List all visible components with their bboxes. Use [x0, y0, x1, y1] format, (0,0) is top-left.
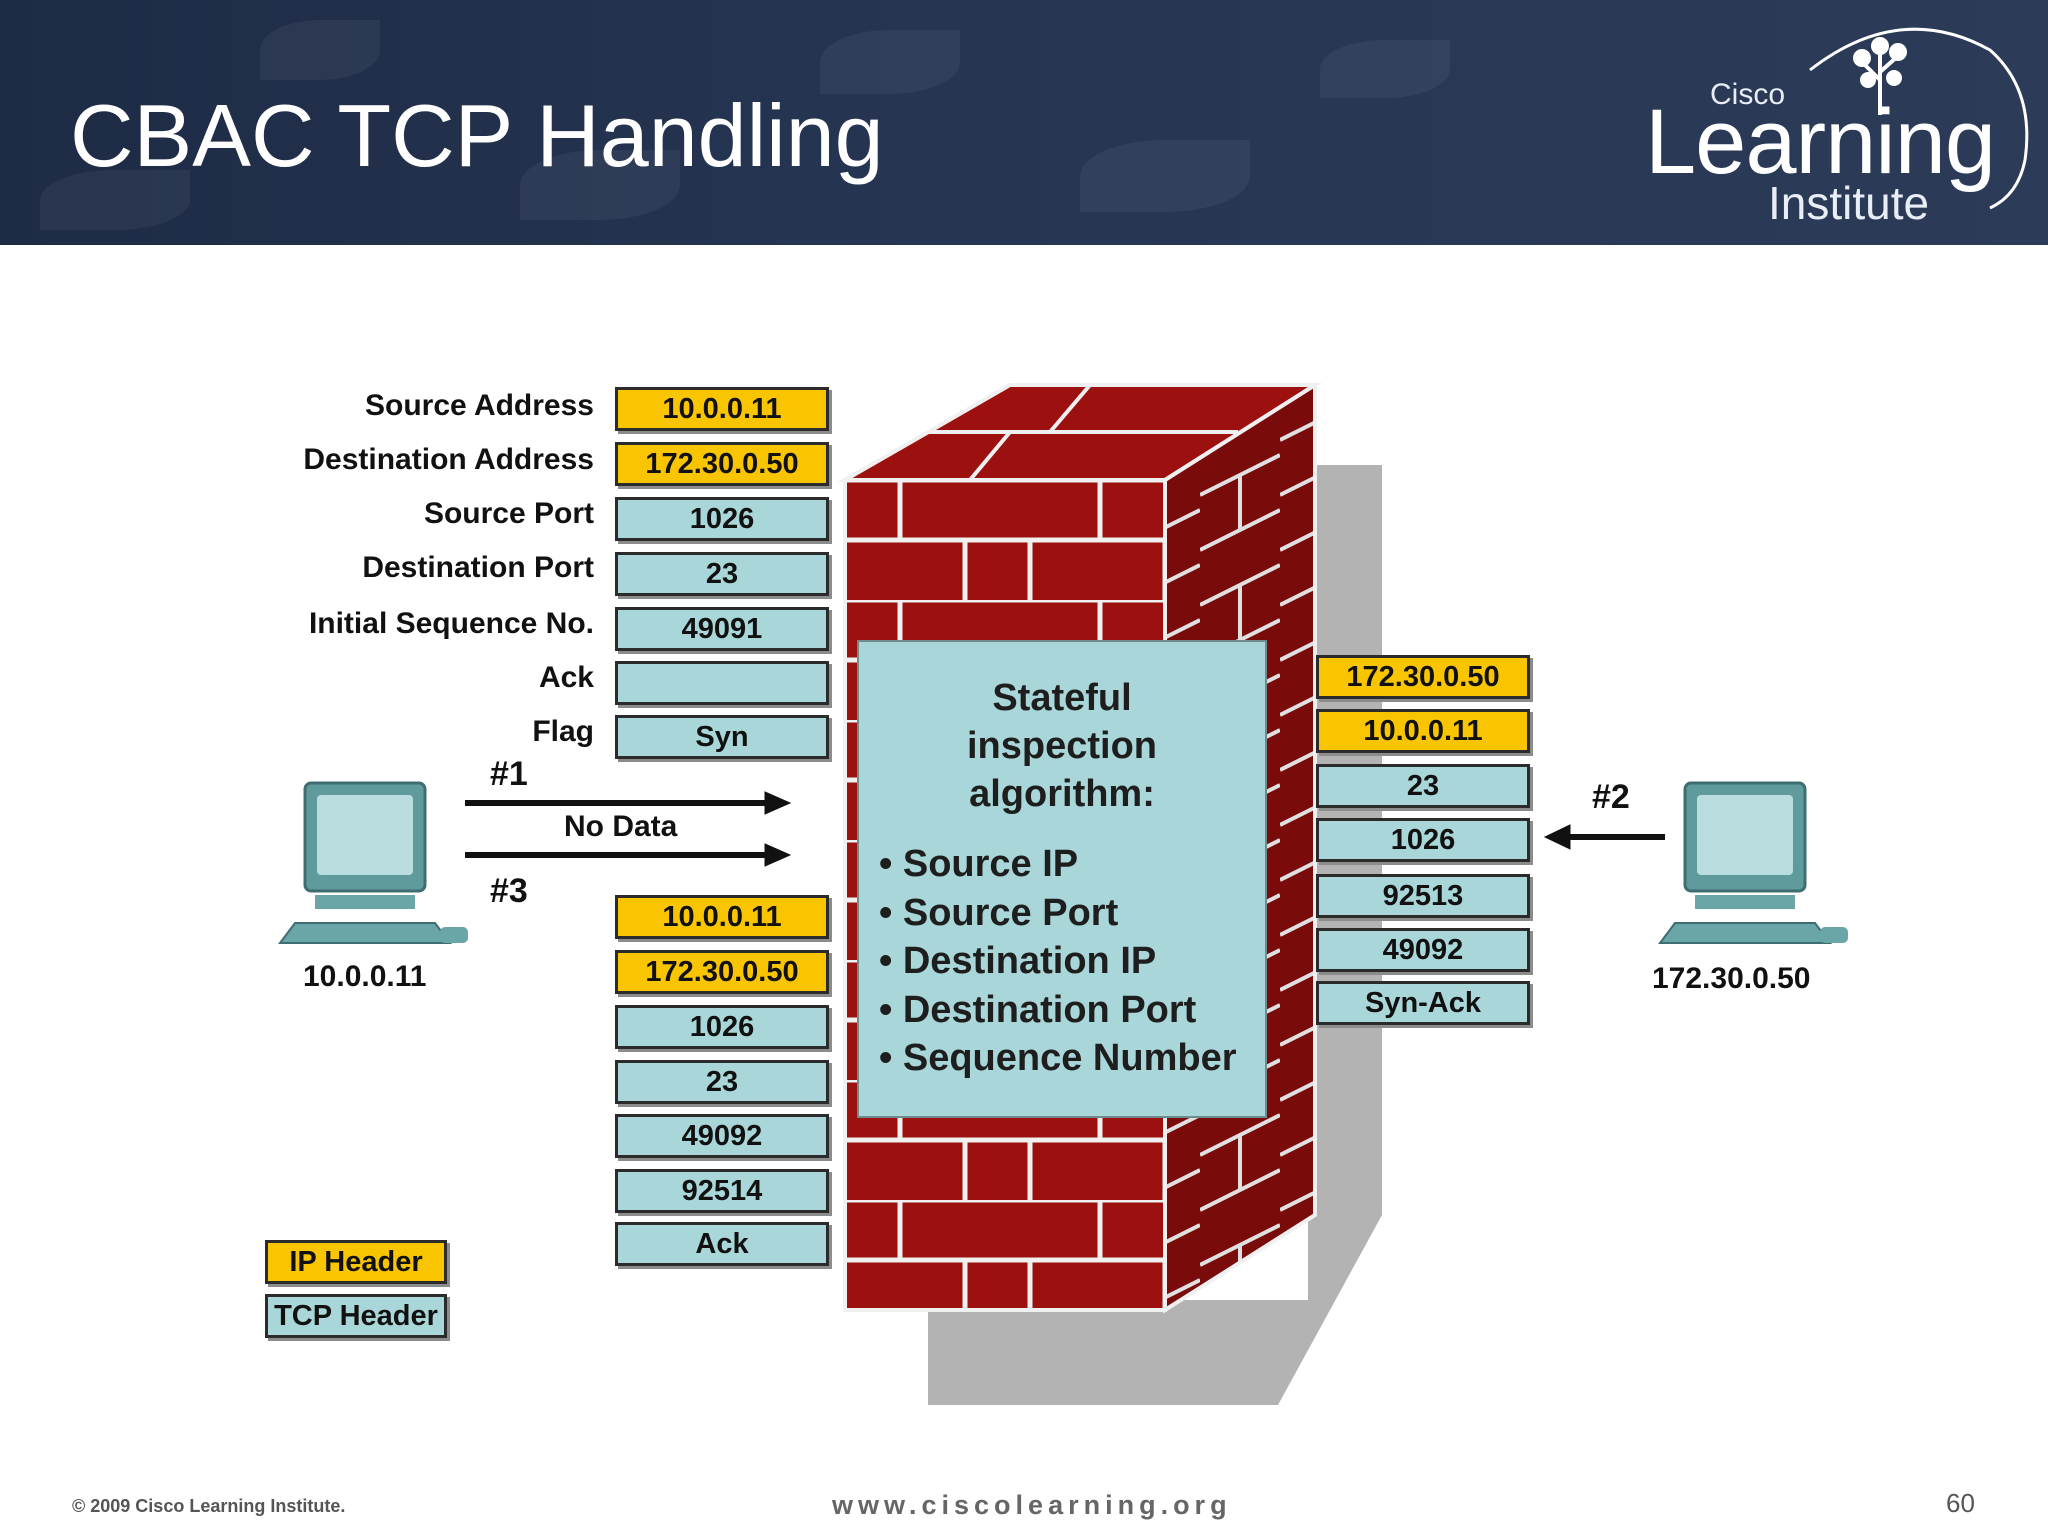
criteria-item: • Destination Port: [879, 988, 1197, 1031]
packet2-sequence: 92513: [1316, 874, 1530, 918]
criteria-item: • Destination IP: [879, 940, 1157, 982]
criteria-item: • Source Port: [879, 891, 1119, 934]
inspection-criteria-list: • Source IP • Source Port • Destination …: [879, 840, 1237, 1083]
packet1-sequence: 49091: [615, 607, 829, 651]
computer-icon-right: [1658, 781, 1848, 944]
packet3-ack: 92514: [615, 1169, 829, 1213]
step-1-marker: #1: [490, 755, 528, 793]
packet2-flag: Syn-Ack: [1316, 981, 1530, 1025]
arrow-1-right: [465, 791, 792, 815]
cisco-learning-logo-arc: [1809, 27, 2029, 210]
criteria-item: • Sequence Number: [879, 1037, 1237, 1079]
packet3-destination-port: 23: [615, 1060, 829, 1104]
step-2-marker: #2: [1592, 778, 1630, 816]
footer-url: www.ciscolearning.org: [832, 1490, 1232, 1520]
packet3-source-port: 1026: [615, 1005, 829, 1049]
packet1-source-port: 1026: [615, 497, 829, 541]
host-left-address: 10.0.0.11: [303, 960, 427, 993]
packet2-source-address: 172.30.0.50: [1316, 655, 1530, 699]
label-destination-address: Destination Address: [303, 443, 594, 476]
legend-ip-header: IP Header: [265, 1240, 447, 1284]
footer-copyright: © 2009 Cisco Learning Institute.: [72, 1496, 346, 1516]
host-right-address: 172.30.0.50: [1652, 962, 1811, 995]
packet3-source-address: 10.0.0.11: [615, 895, 829, 939]
criteria-item: • Source IP: [879, 843, 1079, 885]
packet3-destination-address: 172.30.0.50: [615, 950, 829, 994]
slide-title: CBAC TCP Handling: [70, 86, 884, 185]
packet1-destination-address: 172.30.0.50: [615, 442, 829, 486]
packet2-destination-port: 1026: [1316, 818, 1530, 862]
packet1-destination-port: 23: [615, 552, 829, 596]
tree-icon: [1853, 37, 1907, 115]
packet2-ack: 49092: [1316, 928, 1530, 972]
logo-cisco-text: Cisco: [1710, 78, 1786, 111]
label-source-address: Source Address: [365, 389, 594, 422]
step-3-marker: #3: [490, 872, 528, 910]
label-flag: Flag: [532, 715, 594, 748]
page-number: 60: [1946, 1488, 1975, 1518]
label-ack: Ack: [538, 661, 594, 694]
packet3-sequence: 49092: [615, 1114, 829, 1158]
inspection-title: Stateful inspection algorithm:: [966, 677, 1158, 815]
logo-learning-text: Learning: [1645, 91, 1996, 193]
label-source-port: Source Port: [423, 497, 594, 530]
no-data-label: No Data: [564, 810, 678, 843]
packet1-ack: [615, 661, 829, 705]
arrow-3-right: [465, 843, 792, 867]
label-destination-port: Destination Port: [362, 551, 594, 584]
packet2-source-port: 23: [1316, 764, 1530, 808]
arrow-2-left: [1543, 824, 1665, 850]
label-initial-sequence: Initial Sequence No.: [308, 607, 594, 640]
packet2-destination-address: 10.0.0.11: [1316, 709, 1530, 753]
computer-icon-left: [278, 781, 468, 944]
legend-tcp-header: TCP Header: [265, 1294, 447, 1338]
packet3-flag: Ack: [615, 1222, 829, 1266]
packet1-flag: Syn: [615, 715, 829, 759]
stateful-inspection-box: Stateful inspection algorithm: • Source …: [857, 640, 1267, 1118]
packet1-source-address: 10.0.0.11: [615, 387, 829, 431]
logo-institute-text: Institute: [1768, 177, 1930, 229]
slide-header: [0, 0, 2048, 245]
